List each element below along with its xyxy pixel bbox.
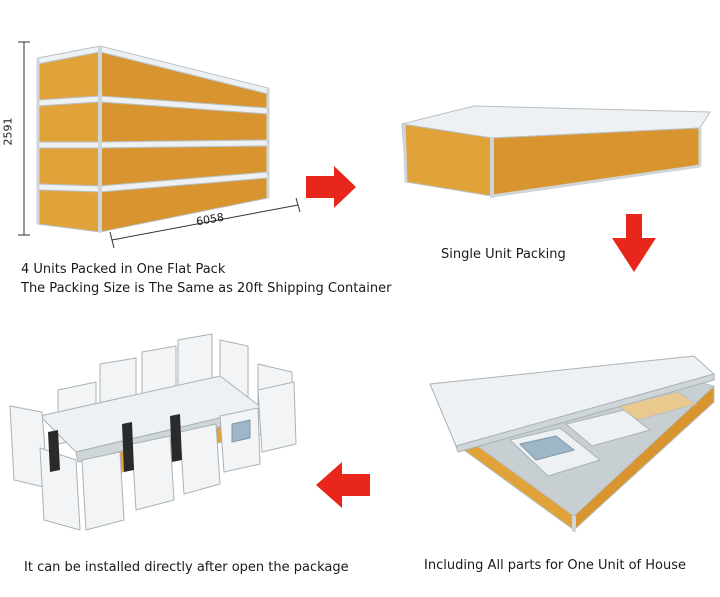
flat-pack-caption-line-1: 4 Units Packed in One Flat Pack	[21, 262, 226, 277]
height-dimension-label: 2591	[1, 117, 15, 146]
single-unit-caption: Single Unit Packing	[441, 247, 566, 262]
stacked-units	[36, 45, 270, 233]
step-flat-pack: 2591 6058	[0, 0, 360, 300]
step-installed	[0, 320, 320, 550]
installed-illustration	[9, 333, 297, 531]
flat-pack-caption-line-2: The Packing Size is The Same as 20ft Shi…	[21, 281, 392, 296]
all-parts-caption: Including All parts for One Unit of Hous…	[424, 558, 686, 573]
flat-pack-illustration	[18, 41, 301, 249]
step-all-parts	[360, 300, 720, 550]
installed-caption: It can be installed directly after open …	[24, 560, 349, 575]
step-single-unit	[360, 0, 720, 300]
all-parts-illustration	[429, 355, 716, 532]
single-unit-illustration	[401, 105, 711, 198]
